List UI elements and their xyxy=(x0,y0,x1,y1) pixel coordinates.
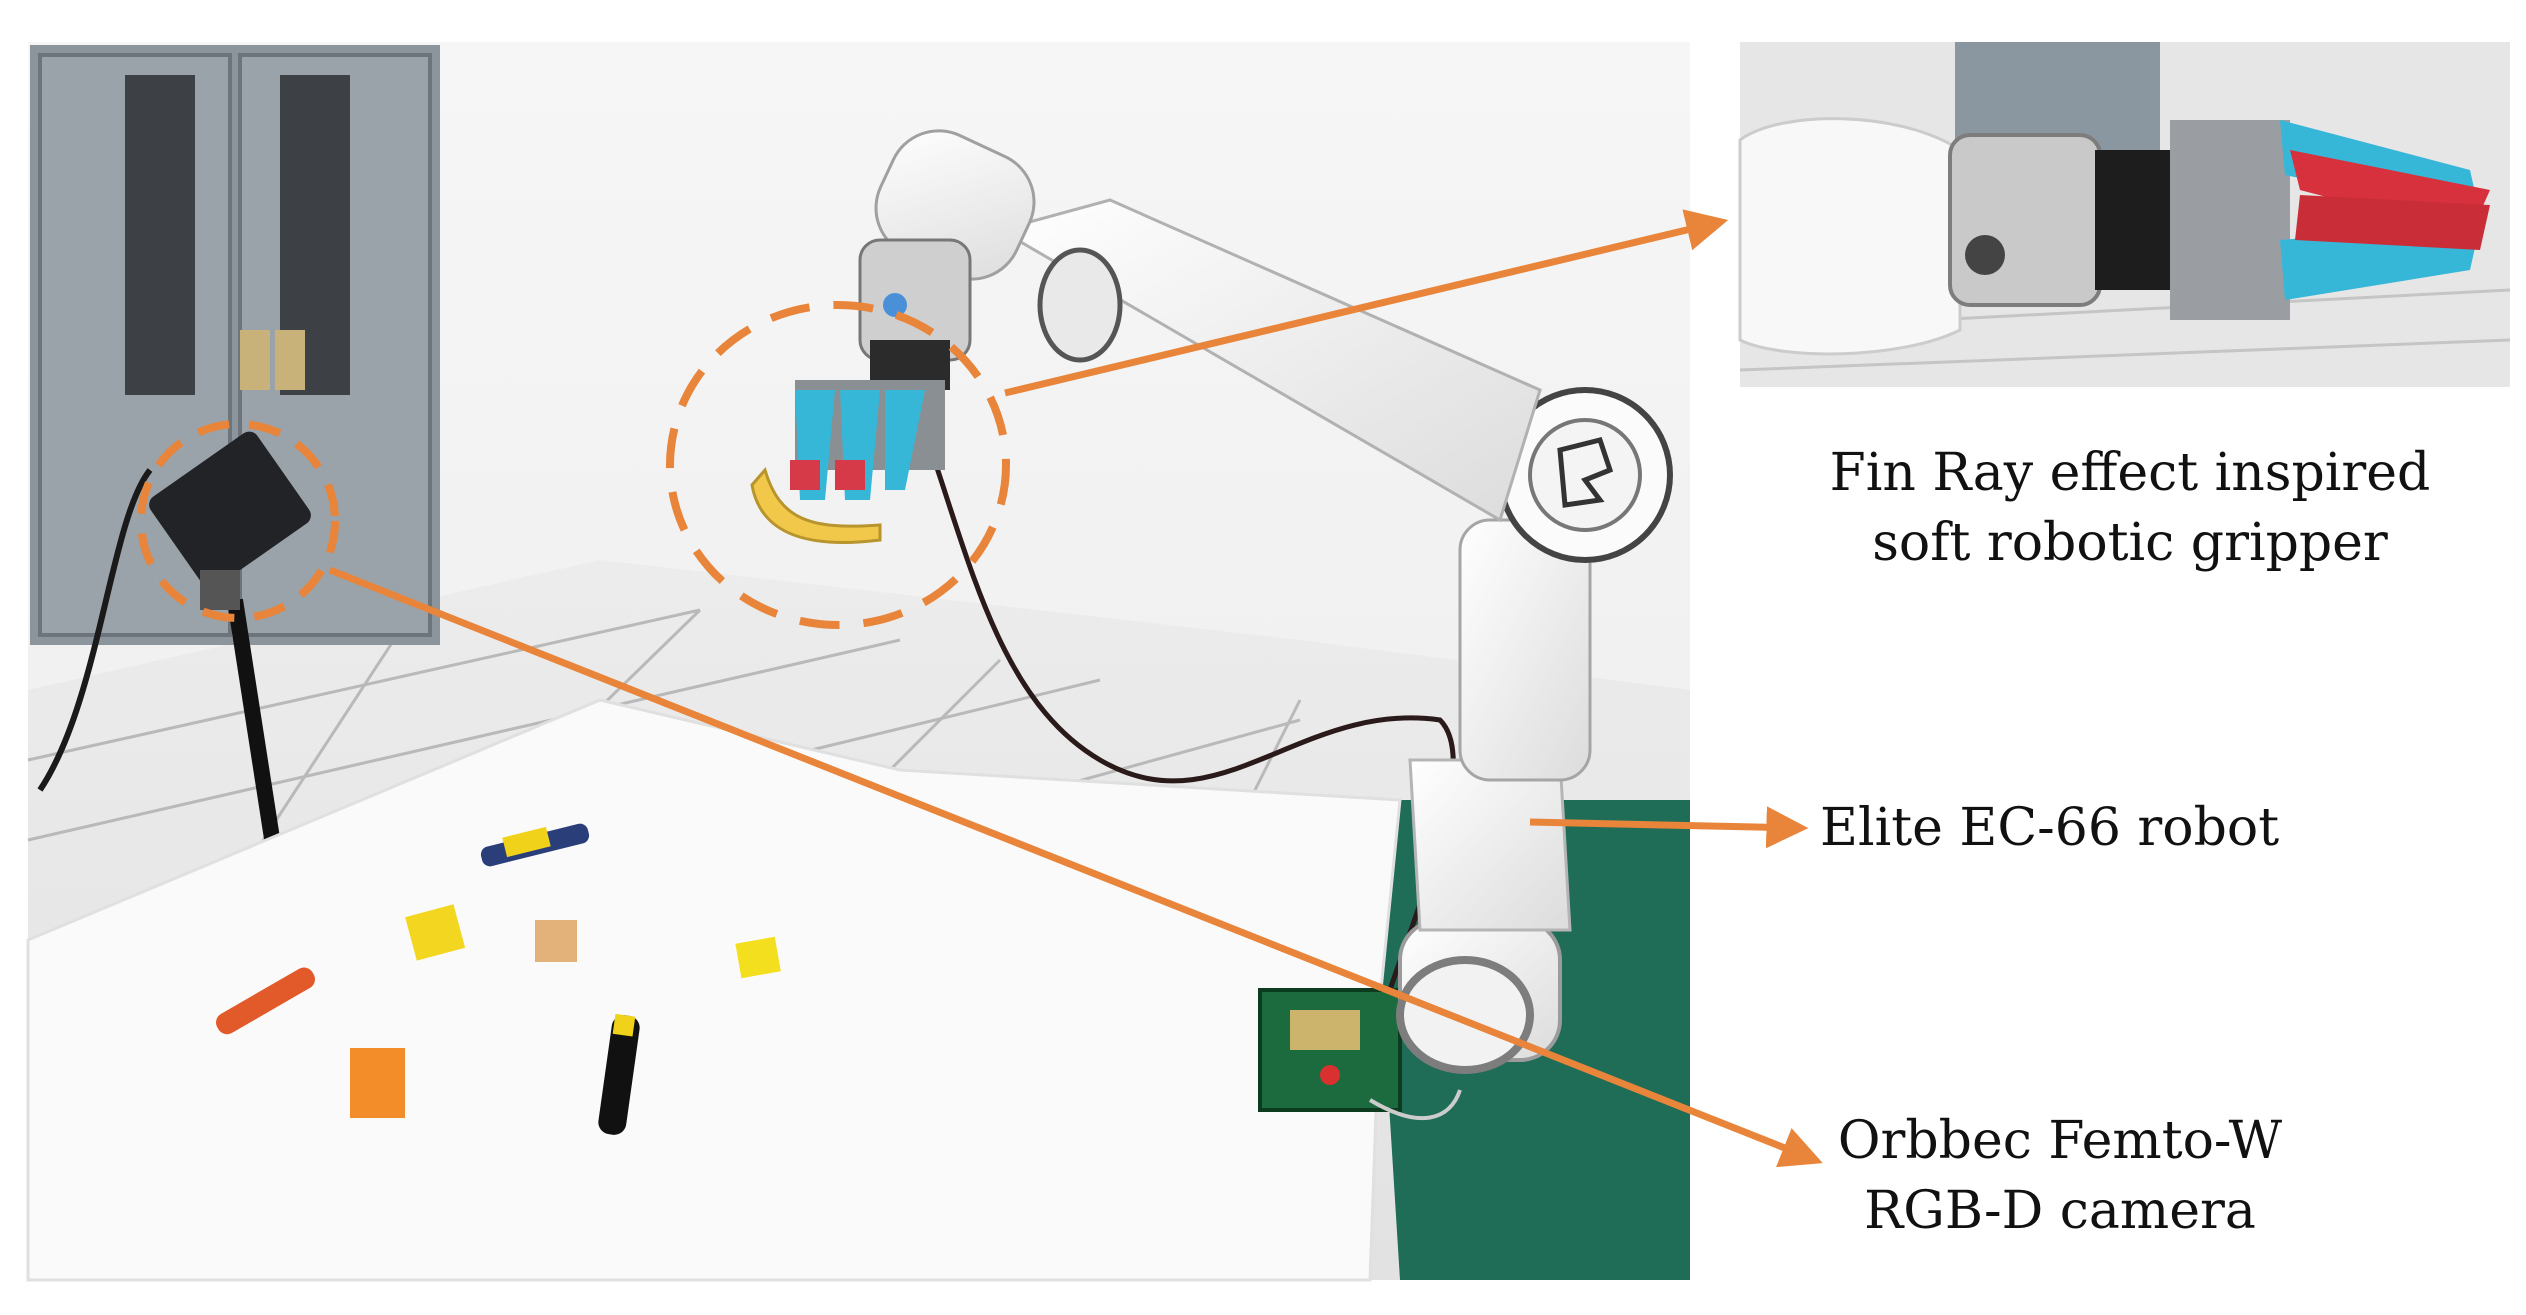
gripper-with-banana xyxy=(750,380,945,544)
camera-arrow xyxy=(328,566,1823,1168)
inset-gripper-photo xyxy=(1738,42,2511,387)
robot-arm xyxy=(858,129,1673,1074)
white-tablecloth xyxy=(26,698,1402,1282)
annotation-overlays xyxy=(137,209,1823,1168)
gripper-highlight-circle xyxy=(666,301,1010,629)
gripper-arrow xyxy=(1004,209,1729,397)
robot-label: Elite EC-66 robot xyxy=(1820,798,2280,858)
robot-arrow xyxy=(1529,806,1809,849)
camera-highlight-circle xyxy=(137,420,339,622)
camera-label-line1: Orbbec Femto-W xyxy=(1837,1111,2283,1171)
control-box xyxy=(1258,988,1462,1121)
gripper-label-line1: Fin Ray effect inspired xyxy=(1829,443,2431,503)
gripper-label-line2: soft robotic gripper xyxy=(1872,513,2388,573)
main-photo xyxy=(26,42,1690,1282)
table-objects xyxy=(216,823,781,1135)
camera-label-line2: RGB-D camera xyxy=(1864,1181,2256,1241)
